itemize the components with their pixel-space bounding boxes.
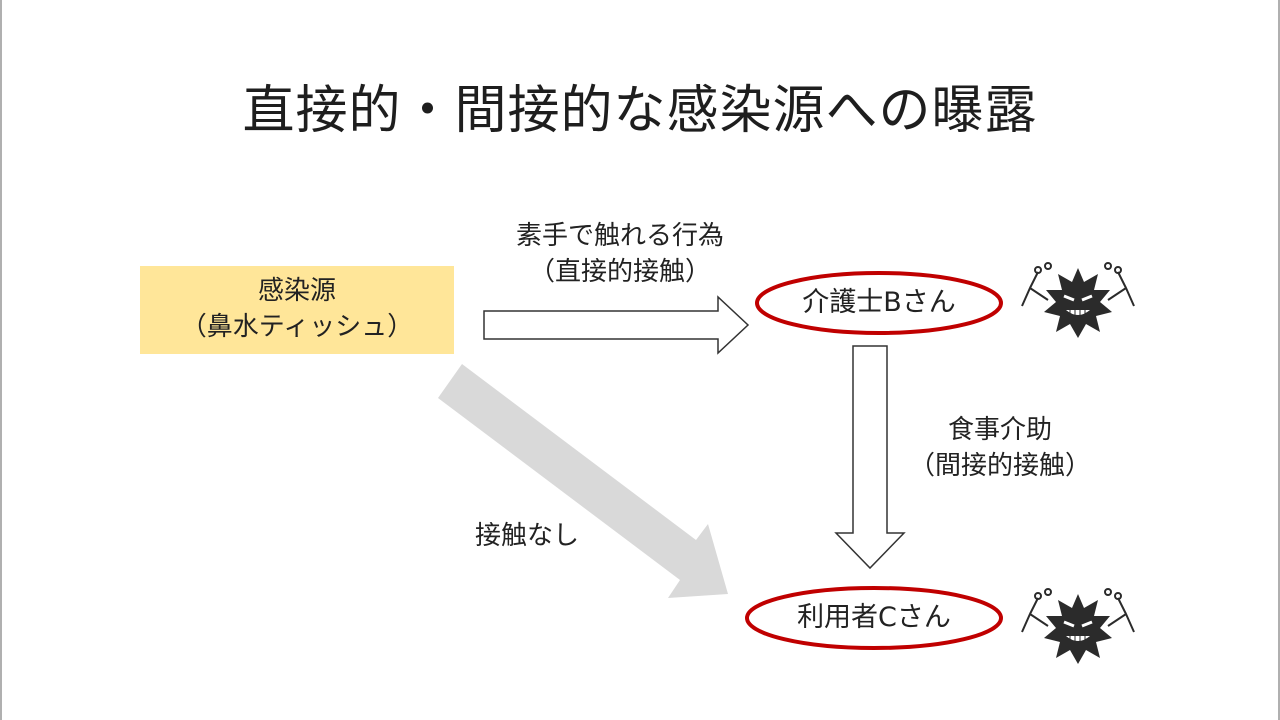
direct-contact-line1: 素手で触れる行為 — [515, 221, 724, 251]
slide-left-border — [0, 0, 2, 720]
infection-source-sublabel: （鼻水ティッシュ） — [180, 312, 414, 342]
direct-contact-line2: （直接的接触） — [528, 257, 711, 287]
no-contact-arrow — [438, 364, 728, 598]
caregiver-ellipse — [755, 271, 1003, 335]
germ-icon — [1021, 262, 1135, 338]
slide-right-border — [1278, 0, 1280, 720]
indirect-contact-line1: 食事介助 — [947, 415, 1052, 445]
caregiver-label: 介護士Bさん — [802, 287, 956, 318]
no-contact-label: 接触なし — [474, 521, 579, 551]
slide-title: 直接的・間接的な感染源への曝露 — [242, 81, 1038, 141]
direct-contact-arrow — [483, 295, 750, 355]
user-ellipse — [745, 586, 1003, 650]
infection-source-label: 感染源 — [257, 276, 336, 306]
infection-source-box: 感染源 （鼻水ティッシュ） — [140, 266, 454, 354]
indirect-contact-arrow — [834, 345, 906, 570]
user-label: 利用者Cさん — [797, 602, 951, 633]
germ-icon — [1021, 588, 1135, 664]
indirect-contact-line2: （間接的接触） — [908, 451, 1091, 481]
direct-contact-label: 素手で触れる行為 （直接的接触） — [470, 218, 770, 290]
indirect-contact-label: 食事介助 （間接的接触） — [890, 412, 1110, 484]
